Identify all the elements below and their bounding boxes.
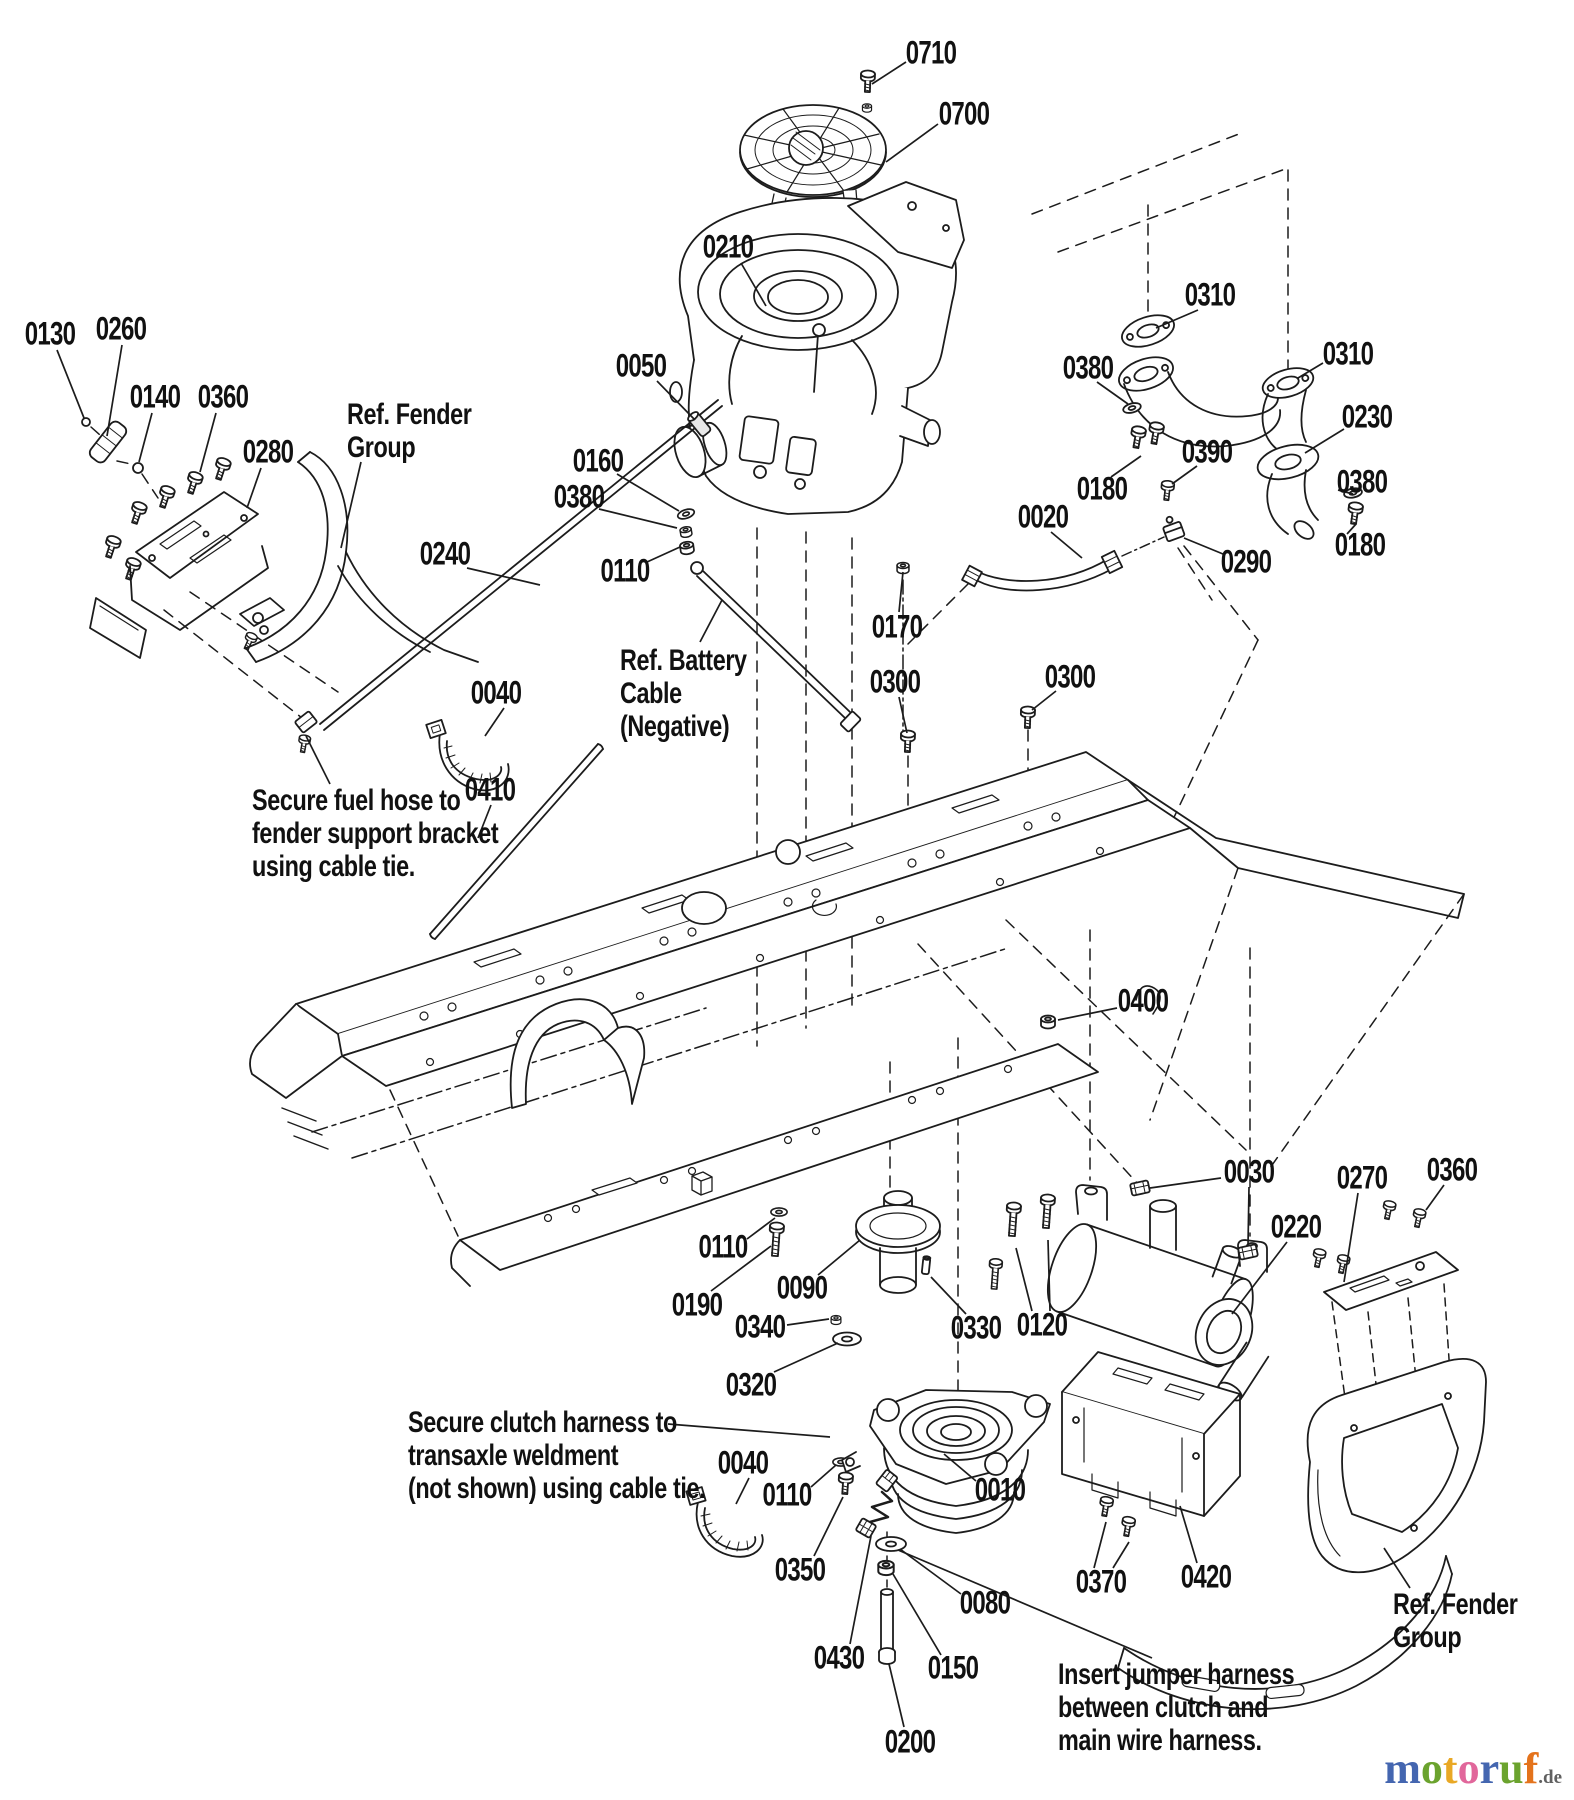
- leader-line: [138, 412, 153, 463]
- leader-line: [813, 1496, 844, 1557]
- leader-line: [1093, 1521, 1107, 1569]
- hose-clamp: [1162, 515, 1186, 542]
- leader-line: [899, 1548, 962, 1595]
- leader-line: [1337, 489, 1354, 495]
- watermark-letters: motoruf: [1384, 1744, 1538, 1793]
- leader-line: [1346, 523, 1357, 535]
- leader-line: [1031, 690, 1057, 711]
- leader-line: [849, 1535, 872, 1645]
- leader-line: [888, 1663, 905, 1728]
- cable-tie-lower: [685, 1486, 764, 1558]
- leader-line: [735, 1477, 750, 1505]
- motoruf-watermark: motoruf.de: [1384, 1743, 1562, 1794]
- exhaust-pipe-assembly: [1118, 314, 1365, 542]
- watermark-letter: o: [1457, 1744, 1480, 1793]
- support-plate-right: [1310, 1199, 1459, 1311]
- fender-shell: [1117, 1358, 1487, 1711]
- muffler: [1046, 1179, 1270, 1402]
- cable-tie-upper: [425, 718, 510, 792]
- engine: [669, 181, 965, 515]
- leader-line: [710, 1245, 772, 1292]
- leader-line: [340, 461, 362, 549]
- leader-line: [1110, 455, 1142, 478]
- leader-line: [817, 1239, 861, 1276]
- leader-line: [106, 344, 123, 437]
- leader-line: [1297, 362, 1324, 379]
- leader-line: [646, 546, 681, 563]
- leader-line: [656, 380, 696, 421]
- leader-line: [1179, 1505, 1198, 1564]
- leader-line: [1155, 309, 1199, 329]
- leader-line: [667, 1423, 831, 1438]
- leader-line: [1047, 1239, 1051, 1312]
- leader-line: [885, 123, 939, 163]
- watermark-letter: f: [1523, 1744, 1539, 1793]
- fuel-hose: [961, 549, 1124, 592]
- leader-line: [1231, 1241, 1288, 1315]
- watermark-letter: o: [1420, 1744, 1443, 1793]
- watermark-letter: u: [1499, 1744, 1524, 1793]
- spacer-cup: [855, 1190, 941, 1294]
- watermark-letter: m: [1384, 1744, 1421, 1793]
- leader-line: [1015, 1247, 1033, 1312]
- support-rod: [429, 743, 604, 940]
- leader-line: [305, 735, 331, 785]
- heat-shield: [1061, 1351, 1241, 1538]
- leader-line: [1183, 537, 1224, 555]
- leader-line: [246, 467, 262, 509]
- watermark-letter: t: [1442, 1744, 1458, 1793]
- leader-line: [898, 571, 904, 613]
- leader-line: [477, 804, 492, 839]
- leader-line: [1425, 1184, 1445, 1211]
- leader-line: [616, 473, 680, 512]
- leader-line: [892, 1573, 942, 1656]
- leader-line: [1383, 1547, 1411, 1589]
- leader-line: [740, 262, 767, 307]
- leader-line: [699, 599, 723, 643]
- leader-line: [1149, 1177, 1222, 1189]
- fan-screen: [739, 104, 887, 212]
- leader-line: [466, 567, 541, 586]
- watermark-letter: r: [1479, 1744, 1500, 1793]
- leader-line: [1057, 1007, 1118, 1021]
- chassis-frame: [249, 751, 1465, 1287]
- leader-line: [1096, 381, 1129, 405]
- leader-line: [897, 1549, 1153, 1659]
- leader-line: [871, 61, 907, 85]
- fasteners-bottom: [767, 1193, 1057, 1665]
- leader-line: [746, 1217, 776, 1240]
- leader-line: [1343, 1192, 1359, 1283]
- long-bolt-0200: [878, 1588, 896, 1665]
- leader-line: [1247, 1186, 1250, 1247]
- harness-clip: [1129, 1179, 1151, 1197]
- leader-line: [786, 1318, 830, 1326]
- leader-line: [943, 1453, 977, 1482]
- leader-line: [598, 508, 678, 529]
- leader-line: [484, 707, 505, 737]
- fuel-line: [294, 399, 723, 754]
- leader-line: [773, 1342, 839, 1373]
- leader-line: [898, 696, 908, 734]
- leader-line: [1050, 531, 1083, 559]
- leader-line: [1304, 428, 1345, 454]
- leader-line: [1112, 1541, 1130, 1569]
- harness-clip: [1237, 1243, 1259, 1261]
- leader-line: [930, 1276, 967, 1315]
- leader-line: [56, 349, 85, 419]
- leader-line: [810, 1464, 837, 1488]
- leader-line: [1171, 465, 1198, 485]
- watermark-suffix: .de: [1538, 1767, 1562, 1788]
- leader-line: [199, 412, 217, 473]
- battery-cable: [690, 561, 862, 733]
- jumper-harness: [855, 1469, 898, 1539]
